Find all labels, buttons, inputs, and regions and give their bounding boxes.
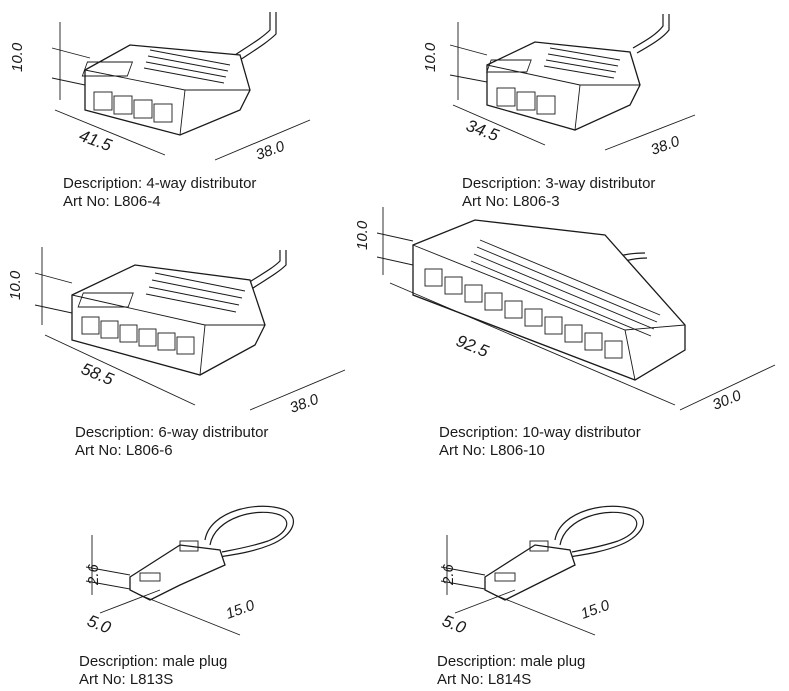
dim-width: 92.5 [454, 331, 492, 361]
port-row [424, 268, 623, 359]
male-plug-drawing: 2.6 5.0 15.0 [85, 505, 295, 638]
product-art-no: Art No: L806-10 [439, 442, 545, 459]
product-art-no: Art No: L813S [79, 671, 174, 688]
dim-depth: 38.0 [288, 391, 322, 417]
product-panel-3way: 10.0 34.5 38.0 Description: 3-way distri… [395, 0, 785, 220]
dim-depth: 15.0 [224, 597, 258, 623]
dim-width: 5.0 [85, 611, 115, 638]
product-panel-4way: 10.0 41.5 38.0 Description: 4-way distri… [0, 0, 390, 220]
product-art-no: Art No: L814S [437, 671, 532, 688]
dim-width: 5.0 [440, 611, 470, 638]
distributor-4way-drawing: 10.0 41.5 38.0 [9, 12, 311, 164]
product-panel-male-plug-2: 2.6 5.0 15.0 Description: male plug Art … [395, 495, 785, 691]
dim-depth: 30.0 [710, 387, 744, 414]
product-description: Description: 6-way distributor [75, 424, 269, 441]
product-description: Description: male plug [437, 653, 586, 670]
dim-height: 2.6 [85, 563, 102, 586]
port-row [93, 91, 173, 123]
dim-height: 10.0 [422, 42, 439, 72]
dim-width: 34.5 [464, 116, 502, 145]
distributor-6way-drawing: 10.0 58.5 38.0 [7, 247, 346, 417]
product-description: Description: 3-way distributor [462, 175, 656, 192]
product-description: Description: male plug [79, 653, 228, 670]
dim-width: 58.5 [79, 359, 117, 389]
product-description: Description: 4-way distributor [63, 175, 257, 192]
dim-width: 41.5 [77, 126, 115, 155]
port-row [496, 87, 556, 115]
product-panel-male-plug-1: 2.6 5.0 15.0 Description: male plug Art … [0, 495, 390, 691]
dim-height: 10.0 [354, 220, 371, 250]
dim-height: 10.0 [9, 42, 26, 72]
product-art-no: Art No: L806-4 [63, 193, 161, 210]
distributor-10way-drawing: 10.0 92.5 30.0 [354, 207, 776, 414]
product-art-no: Art No: L806-3 [462, 193, 560, 210]
product-panel-10way: 10.0 92.5 30.0 Description: 10-way distr… [354, 205, 785, 465]
dim-height: 10.0 [7, 270, 24, 300]
male-plug-drawing: 2.6 5.0 15.0 [440, 505, 645, 638]
dim-depth: 15.0 [579, 597, 613, 623]
distributor-3way-drawing: 10.0 34.5 38.0 [422, 14, 696, 159]
port-row [81, 316, 195, 355]
dim-height: 2.6 [440, 563, 457, 586]
product-panel-6way: 10.0 58.5 38.0 Description: 6-way distri… [0, 225, 390, 465]
product-art-no: Art No: L806-6 [75, 442, 173, 459]
product-description: Description: 10-way distributor [439, 424, 641, 441]
dim-depth: 38.0 [649, 133, 683, 159]
